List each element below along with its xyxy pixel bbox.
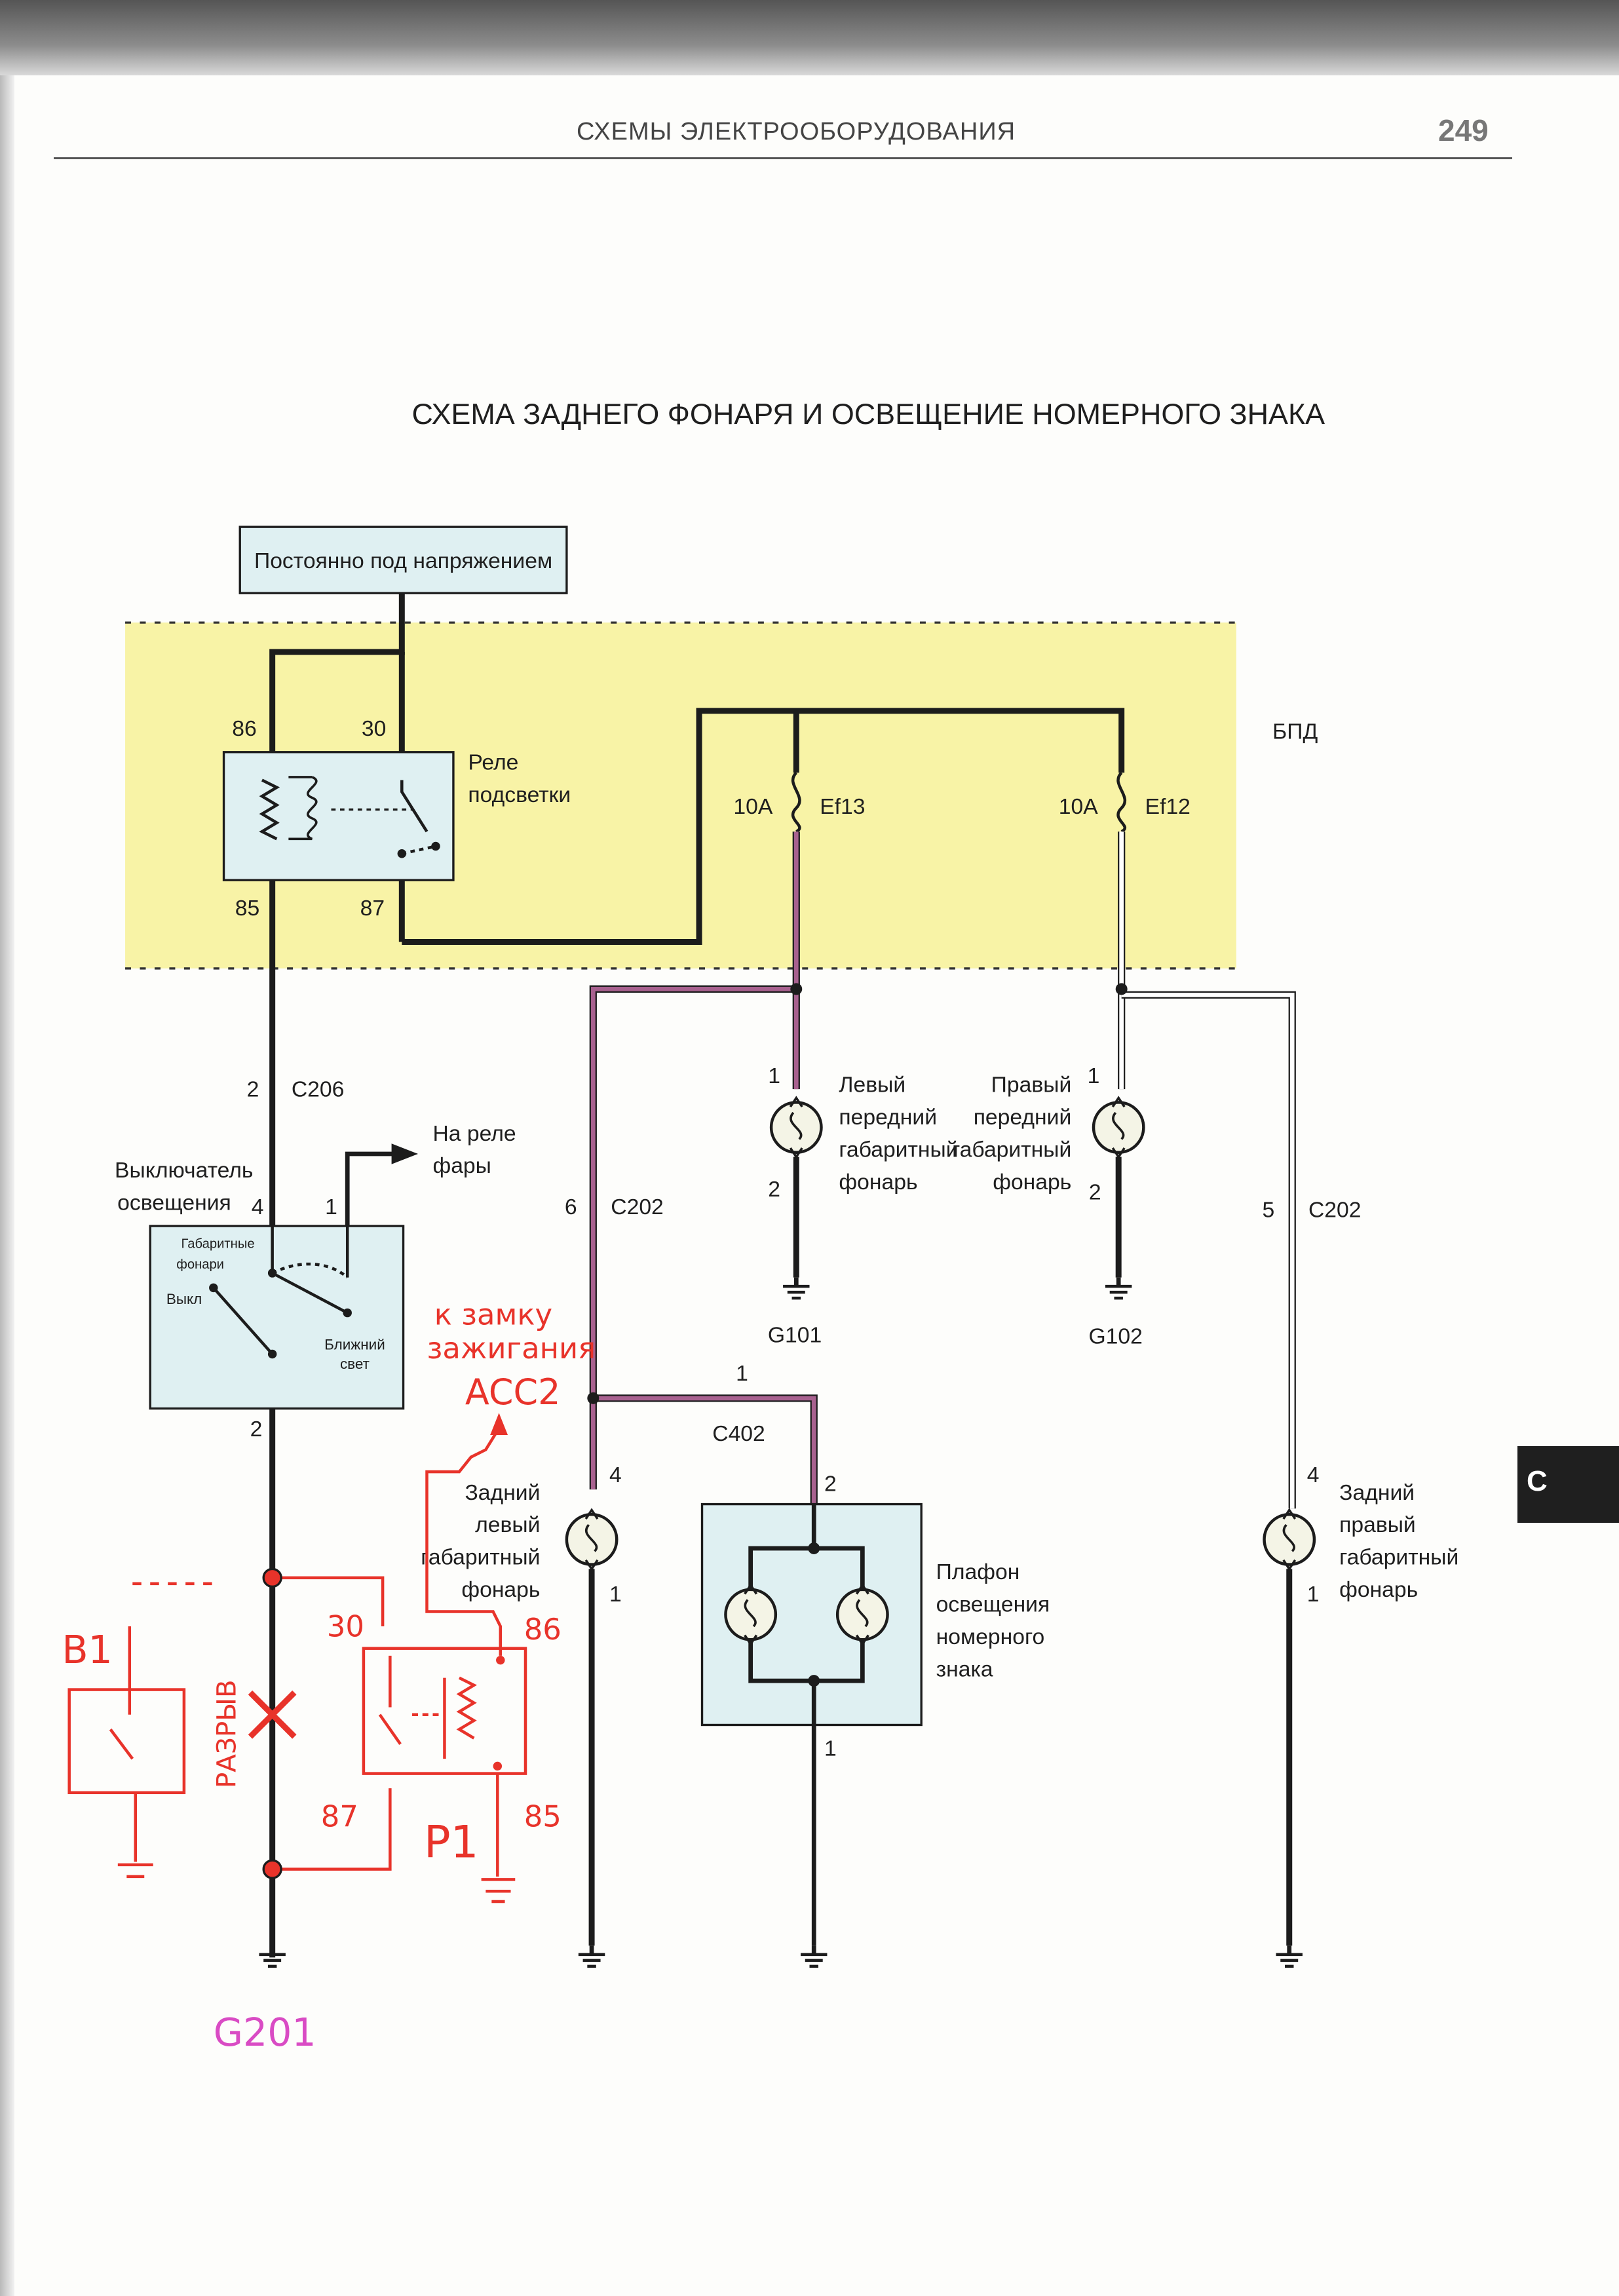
- violet-wires: [589, 832, 818, 1504]
- headlamp-relay-ref-1: На реле: [432, 1122, 516, 1146]
- power-box: [238, 526, 568, 594]
- switch-pos-low-2: свет: [340, 1356, 370, 1372]
- rl-pin-top: 4: [609, 1463, 622, 1487]
- fuse-ef13-icon: [791, 771, 801, 833]
- relay-label-2: подсветки: [468, 783, 571, 807]
- header-title: СХЕМЫ ЭЛЕКТРООБОРУДОВАНИЯ: [577, 118, 1016, 145]
- hand-acc2: ACC2: [465, 1371, 560, 1413]
- light-switch-box: [149, 1225, 405, 1410]
- plate-pin-top: 2: [824, 1472, 837, 1496]
- fuse-ef12-icon: [1116, 771, 1127, 833]
- fuse-ef12-name: Ef12: [1145, 795, 1190, 819]
- plate-label-3: номерного: [936, 1625, 1045, 1649]
- hand-ignition-line2: зажигания: [427, 1331, 596, 1366]
- c202-left-pin: 6: [565, 1195, 577, 1219]
- hand-break-label: РАЗРЫВ: [210, 1679, 242, 1788]
- switch-contacts-icon: [212, 1226, 349, 1355]
- switch-label-2: освещения: [117, 1191, 231, 1215]
- fuse-ef13-name: Ef13: [820, 795, 865, 819]
- rr-label-2: правый: [1339, 1513, 1416, 1537]
- hand-p1-pin87: 87: [321, 1799, 358, 1833]
- c402-pin: 1: [736, 1362, 748, 1386]
- c206-pin: 2: [247, 1077, 259, 1101]
- switch-pin-4: 4: [252, 1195, 264, 1219]
- c202-right-pin: 5: [1263, 1198, 1275, 1223]
- header-rule: [54, 157, 1512, 159]
- fr-label-4: фонарь: [993, 1170, 1071, 1195]
- rl-label-2: левый: [475, 1513, 540, 1537]
- relay-switch-icon: [400, 780, 429, 833]
- fl-label-2: передний: [839, 1105, 937, 1130]
- relay-label-1: Реле: [468, 751, 518, 775]
- fl-pin-bottom: 2: [768, 1177, 780, 1202]
- fl-pin-top: 1: [768, 1064, 780, 1088]
- arrow-up-icon: [490, 1413, 508, 1435]
- power-box-label: Постоянно под напряжением: [254, 549, 552, 573]
- handwritten-modification: [67, 1430, 527, 1904]
- switch-pos-parking-2: фонари: [176, 1257, 224, 1272]
- arrow-right-icon: [391, 1143, 419, 1164]
- headlamp-relay-ref-2: фары: [432, 1154, 491, 1178]
- diagram-title: СХЕМА ЗАДНЕГО ФОНАРЯ И ОСВЕЩЕНИЕ НОМЕРНО…: [412, 397, 1325, 430]
- c206-name: C206: [292, 1077, 345, 1101]
- ground-g101: G101: [768, 1323, 822, 1347]
- switch-pos-parking-1: Габаритные: [181, 1237, 255, 1252]
- fr-label-3: габаритный: [952, 1138, 1071, 1162]
- c402-name: C402: [712, 1422, 765, 1446]
- hand-b1: B1: [62, 1628, 112, 1672]
- fuse-ef13-rating: 10A: [733, 795, 772, 819]
- fl-label-1: Левый: [839, 1073, 905, 1098]
- rr-label-4: фонарь: [1339, 1578, 1418, 1602]
- relay-pin-86: 86: [232, 717, 256, 741]
- relay-pin-87: 87: [360, 896, 385, 921]
- fr-label-1: Правый: [991, 1073, 1072, 1098]
- switch-pin-2: 2: [250, 1417, 263, 1442]
- side-tab: [1517, 1446, 1619, 1523]
- rr-label-3: габаритный: [1339, 1546, 1458, 1570]
- relay-box: [222, 751, 455, 881]
- rr-label-1: Задний: [1339, 1481, 1415, 1505]
- hand-p1-pin85: 85: [524, 1799, 562, 1833]
- rr-pin-bottom: 1: [1307, 1582, 1320, 1607]
- relay-pin-85: 85: [235, 896, 259, 921]
- rl-label-3: габаритный: [421, 1546, 540, 1570]
- fl-label-4: фонарь: [839, 1170, 917, 1195]
- rl-label-1: Задний: [465, 1481, 540, 1505]
- switch-label-1: Выключатель: [115, 1158, 253, 1183]
- rl-label-4: фонарь: [461, 1578, 540, 1602]
- switch-pos-low-1: Ближний: [324, 1337, 385, 1353]
- fr-pin-bottom: 2: [1089, 1181, 1101, 1205]
- hand-ignition-line1: к замку: [434, 1297, 552, 1332]
- white-wires: [1118, 832, 1296, 1509]
- fuse-block-label: БПД: [1272, 720, 1318, 744]
- fr-label-2: передний: [974, 1105, 1072, 1130]
- scan-top-shadow: [0, 0, 1619, 75]
- hand-p1-pin30: 30: [327, 1609, 364, 1644]
- plate-pin-bottom: 1: [824, 1737, 837, 1761]
- c202-left-name: C202: [611, 1195, 664, 1219]
- plate-label-4: знака: [936, 1657, 993, 1681]
- fl-label-3: габаритный: [839, 1138, 958, 1162]
- plate-label-2: освещения: [936, 1593, 1050, 1617]
- scan-left-edge: [0, 75, 14, 2296]
- fr-pin-top: 1: [1088, 1064, 1100, 1088]
- switch-pin-1: 1: [325, 1195, 337, 1219]
- page-number: 249: [1438, 113, 1489, 147]
- hand-p1: P1: [424, 1816, 479, 1868]
- ground-g102: G102: [1088, 1325, 1142, 1349]
- rl-pin-bottom: 1: [609, 1582, 622, 1607]
- fuse-ef12-rating: 10A: [1059, 795, 1098, 819]
- c202-right-name: C202: [1308, 1198, 1362, 1223]
- plate-label-1: Плафон: [936, 1560, 1020, 1584]
- rr-pin-top: 4: [1307, 1463, 1320, 1487]
- side-tab-label: C: [1527, 1465, 1548, 1497]
- hand-ground-g201: G201: [214, 2010, 316, 2055]
- relay-coil-icon: [259, 778, 280, 841]
- hand-p1-pin86: 86: [524, 1612, 562, 1647]
- switch-pos-off: Выкл: [166, 1291, 202, 1307]
- relay-pin-30: 30: [362, 717, 386, 741]
